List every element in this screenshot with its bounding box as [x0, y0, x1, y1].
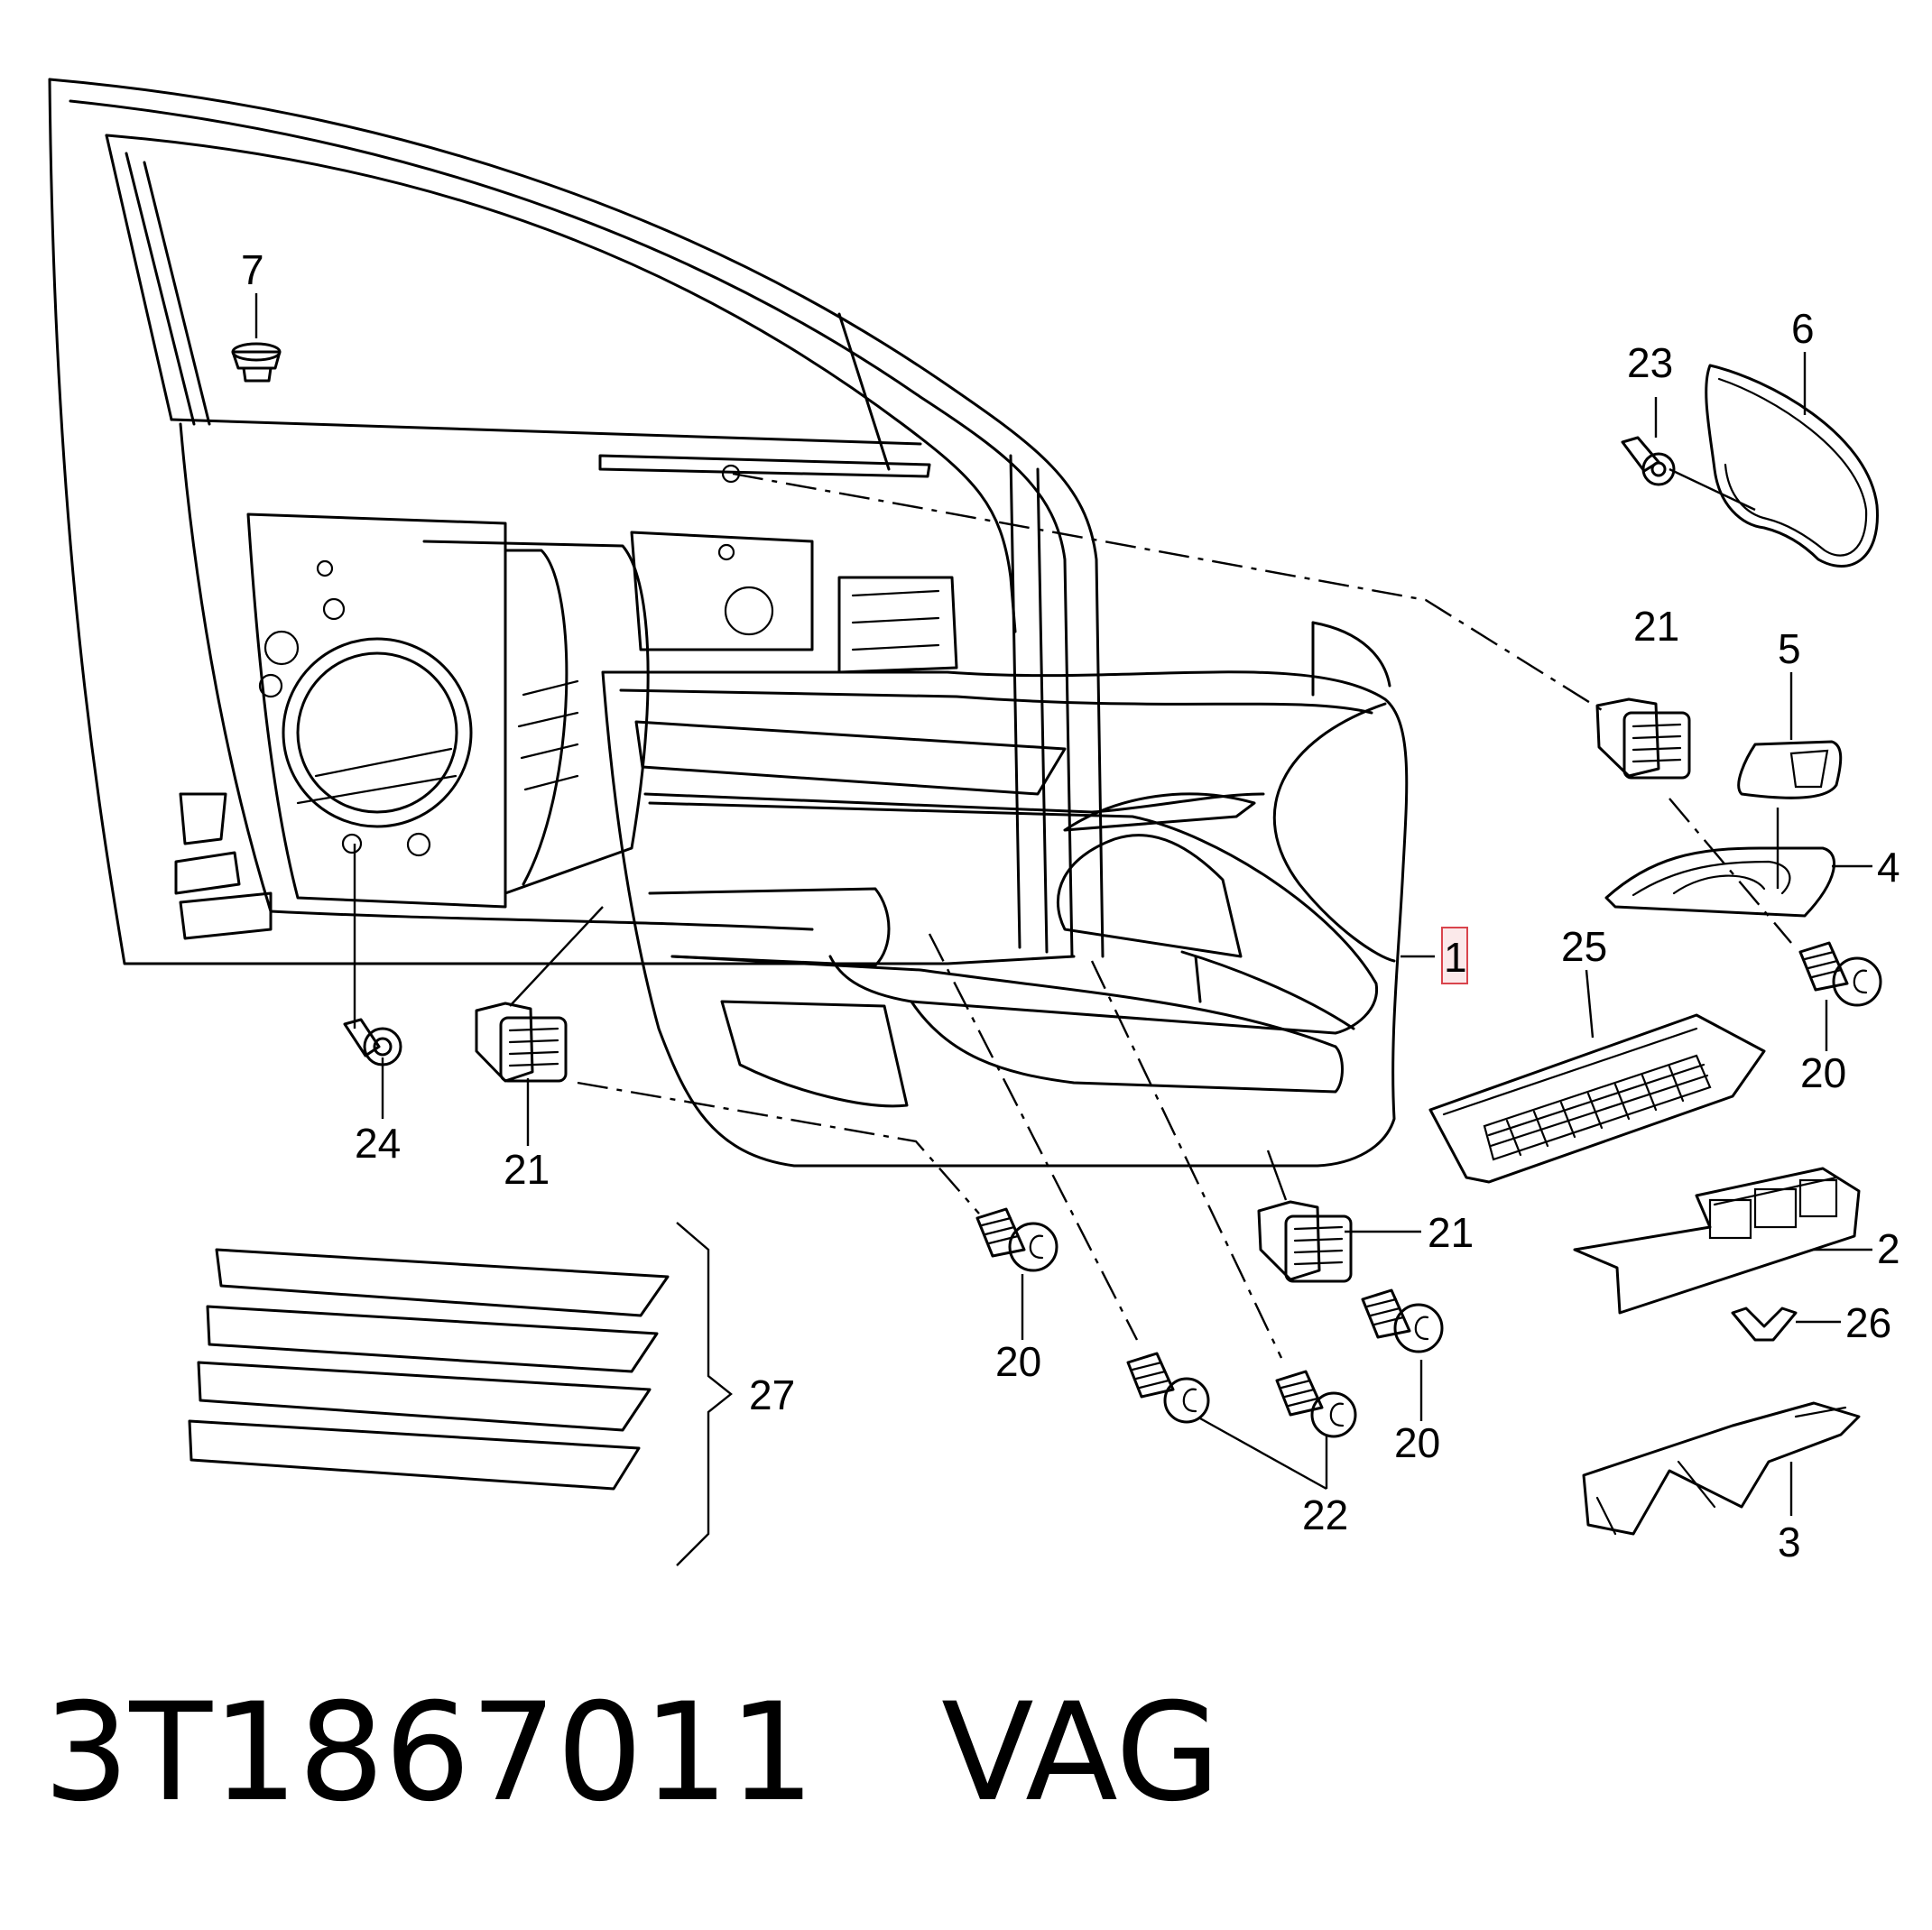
door-inner-panel	[174, 464, 958, 940]
callout-2[interactable]: 2	[1877, 1225, 1900, 1272]
screw-part-20-a[interactable]	[975, 1207, 1058, 1272]
callout-21-a[interactable]: 21	[1633, 603, 1679, 650]
switch-panel-part-2[interactable]	[1573, 1167, 1861, 1315]
callout-3[interactable]: 3	[1778, 1519, 1801, 1565]
callout-labels: 1 2 3 4 5 6 7 20 20 20 21 21 21 22 23 24…	[241, 246, 1900, 1565]
callout-4[interactable]: 4	[1877, 844, 1900, 891]
clip-part-21-left[interactable]	[475, 1002, 568, 1083]
screw-part-22-a[interactable]	[1126, 1352, 1210, 1424]
clip-part-21-bottom[interactable]	[1257, 1200, 1353, 1283]
brand-name: VAG	[941, 1675, 1221, 1832]
clip-part-23[interactable]	[1621, 436, 1676, 486]
storage-tray-part-25[interactable]	[1428, 1013, 1766, 1184]
trim-part-5[interactable]	[1737, 740, 1843, 799]
highlight-box-part-1	[1441, 927, 1468, 984]
callout-23[interactable]: 23	[1627, 339, 1673, 386]
screw-part-20-b[interactable]	[1361, 1288, 1444, 1353]
callout-22[interactable]: 22	[1302, 1491, 1348, 1538]
clip-part-24[interactable]	[343, 1018, 402, 1067]
part-number: 3T1867011	[43, 1675, 816, 1832]
callout-25[interactable]: 25	[1561, 923, 1607, 970]
handle-bezel-part-4[interactable]	[1604, 846, 1835, 918]
clip-part-26[interactable]	[1731, 1307, 1798, 1342]
clip-part-21-top[interactable]	[1595, 697, 1691, 780]
door-trim-panel[interactable]	[601, 621, 1409, 1168]
screw-part-22-b[interactable]	[1275, 1370, 1357, 1438]
callout-6[interactable]: 6	[1791, 305, 1815, 352]
callout-21-b[interactable]: 21	[504, 1146, 550, 1193]
leader-lines	[254, 293, 1872, 1566]
armrest-trim-part-3[interactable]	[1582, 1401, 1861, 1536]
callout-20-a[interactable]: 20	[995, 1338, 1041, 1385]
door-frame	[48, 78, 1105, 965]
callout-24[interactable]: 24	[355, 1120, 401, 1167]
screw-part-20-c[interactable]	[1798, 941, 1882, 1007]
callout-1[interactable]: 1	[1444, 934, 1467, 981]
callout-20-b[interactable]: 20	[1394, 1419, 1440, 1466]
callout-7[interactable]: 7	[241, 246, 264, 293]
callout-26[interactable]: 26	[1845, 1299, 1891, 1346]
callout-21-c[interactable]: 21	[1428, 1209, 1474, 1256]
plug-part-7[interactable]	[231, 342, 282, 383]
trim-strips-part-27[interactable]	[188, 1248, 670, 1491]
callout-27[interactable]: 27	[749, 1371, 795, 1418]
callout-5[interactable]: 5	[1778, 625, 1801, 672]
cover-part-6[interactable]	[1705, 364, 1879, 568]
callout-20-c[interactable]: 20	[1800, 1049, 1846, 1096]
